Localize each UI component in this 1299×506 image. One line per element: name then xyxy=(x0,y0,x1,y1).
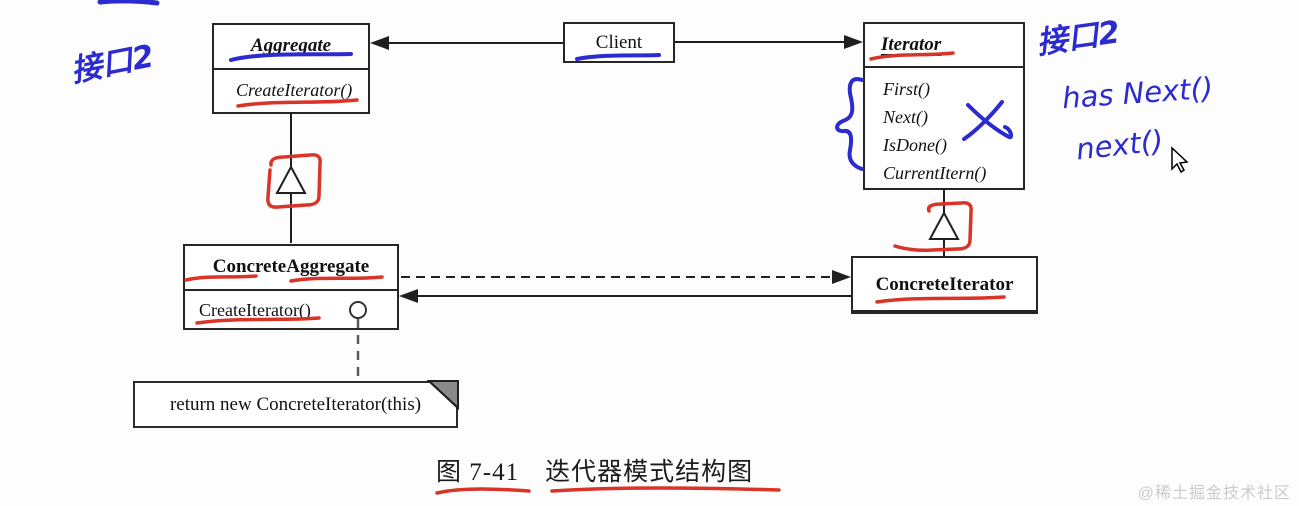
class-box-concrete-aggregate: ConcreteAggregate CreateIterator() xyxy=(183,244,399,330)
class-title-aggregate: Aggregate xyxy=(214,25,368,70)
red-box-around-iterator-triangle xyxy=(893,201,973,252)
method-currentitern: CurrentItern() xyxy=(883,163,987,183)
class-title-client: Client xyxy=(595,32,643,53)
method-first: First() xyxy=(883,79,930,99)
watermark: @稀土掘金技术社区 xyxy=(1137,485,1291,502)
iterator-method-list: First() Next() IsDone() CurrentItern() xyxy=(865,68,1023,187)
blue-brace-iterator-methods xyxy=(835,77,864,171)
blue-stroke-top-edge xyxy=(97,0,160,6)
arrowhead-to-iterator xyxy=(844,35,863,49)
generalization-triangle-aggregate xyxy=(275,164,307,194)
arrowhead-to-aggregate xyxy=(370,36,389,50)
handwriting-next: next() xyxy=(1074,123,1165,167)
arrowhead-to-concreteiterator xyxy=(832,270,851,284)
method-create-iterator-concrete: CreateIterator() xyxy=(199,300,311,320)
uml-note: return new ConcreteIterator(this) xyxy=(133,381,458,428)
method-next: Next() xyxy=(883,107,928,127)
class-box-concrete-iterator: ConcreteIterator xyxy=(851,256,1038,314)
red-underline-caption-title xyxy=(550,486,781,493)
method-create-iterator-abstract: CreateIterator() xyxy=(236,80,353,100)
generalization-triangle-iterator xyxy=(928,210,960,240)
class-title-concrete-iterator: ConcreteIterator xyxy=(853,258,1036,312)
class-box-client: Client xyxy=(563,22,675,63)
class-box-iterator: Iterator First() Next() IsDone() Current… xyxy=(863,22,1025,190)
figure-caption: 图 7-41 迭代器模式结构图 xyxy=(436,459,754,486)
method-isdone: IsDone() xyxy=(883,135,947,155)
class-title-iterator: Iterator xyxy=(865,24,1023,68)
handwriting-left-scribble: 接口2 xyxy=(68,38,157,90)
arrowhead-to-concreteaggregate xyxy=(399,289,418,303)
red-box-around-aggregate-triangle xyxy=(266,153,322,209)
iterator-title-text: Iterator xyxy=(881,34,942,55)
class-title-concrete-aggregate: ConcreteAggregate xyxy=(185,246,397,291)
red-underline-caption-number xyxy=(435,487,531,495)
mouse-cursor xyxy=(1171,146,1189,174)
handwriting-right-scribble: 接口2 xyxy=(1034,14,1123,62)
handwriting-has-next: has Next() xyxy=(1060,70,1215,116)
class-box-aggregate: Aggregate CreateIterator() xyxy=(212,23,370,114)
